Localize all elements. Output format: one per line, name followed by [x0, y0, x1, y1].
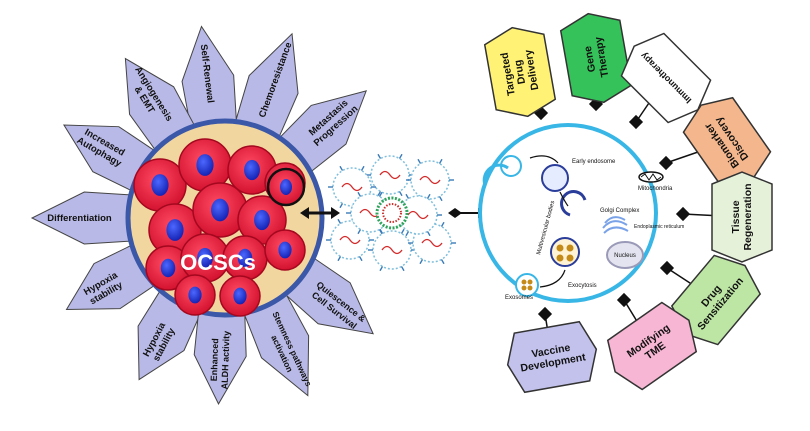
- highlighted-stem-cell: [266, 167, 306, 207]
- petal-6: Differentiation: [30, 191, 133, 245]
- application-card-2: GeneTherapy: [559, 12, 633, 112]
- ocscs-label: OCSCs: [180, 250, 256, 275]
- application-card-8: VaccineDevelopment: [506, 306, 598, 394]
- nucleus-label: Nucleus: [614, 253, 636, 259]
- exosome-vesicle: [394, 193, 442, 237]
- application-hexagon: [606, 301, 698, 391]
- nucleus: [188, 286, 202, 304]
- late-endosome: [560, 190, 587, 217]
- nucleus: [278, 241, 292, 259]
- application-label: TissueRegeneration: [730, 183, 754, 250]
- nucleus: [197, 247, 213, 269]
- golgi-label: Golgi Complex: [600, 208, 639, 214]
- exosome-vesicle: [366, 153, 414, 197]
- petal-label: EnhancedALDH activity: [209, 330, 232, 389]
- mitochondria-label: Mitochondria: [638, 186, 673, 192]
- golgi-icon: [602, 216, 629, 234]
- petal-1: Self-Renewal: [181, 25, 238, 130]
- application-hexagon: [620, 32, 712, 124]
- exosome-vesicle: [368, 228, 416, 272]
- exosomes-label: Exosomes: [505, 295, 533, 301]
- cancer-cell: [145, 245, 191, 291]
- petal-7: Hypoxiastability: [65, 243, 157, 311]
- cancer-cell: [222, 235, 268, 281]
- nucleus: [151, 174, 169, 196]
- arrow-cluster-to-exosomes: [300, 207, 340, 219]
- application-card-1: TargetedDrugDelivery: [483, 26, 557, 121]
- released-exosome: [515, 273, 539, 297]
- application-card-3: Immunotherapy: [620, 32, 712, 130]
- early-endosome: [541, 164, 569, 192]
- exosome-pool: [326, 153, 456, 272]
- cancer-cell: [174, 274, 216, 316]
- cancer-cell: [264, 229, 306, 271]
- uptake-vesicle: [500, 155, 522, 177]
- cancer-cell: [192, 182, 248, 238]
- exosome-vesicle: [406, 158, 454, 202]
- exocytosis-label: Exocytosis: [568, 283, 597, 289]
- application-hexagon: [506, 320, 598, 394]
- application-card-4: BiomarkerDiscovery: [658, 96, 772, 188]
- petal-5: IncreasedAutophagy: [63, 124, 157, 193]
- application-hexagon: [670, 254, 762, 346]
- cancer-cell: [219, 275, 261, 317]
- application-card-5: TissueRegeneration: [675, 171, 773, 263]
- petal-label: Differentiation: [47, 213, 112, 224]
- application-hexagon: [483, 26, 557, 118]
- cancer-stem-cells: [133, 138, 306, 317]
- nucleus: [237, 248, 253, 268]
- nucleus-icon: [606, 241, 644, 269]
- petal-9: EnhancedALDH activity: [193, 309, 247, 405]
- early-endosome-label: Early endosome: [572, 159, 616, 165]
- er-label: Endoplasmic reticulum: [634, 224, 684, 230]
- nucleus: [166, 219, 184, 241]
- ocsc-cluster: OCSCs: [125, 118, 325, 318]
- multivesicular-body: [550, 237, 580, 267]
- application-card-7: ModifyingTME: [606, 292, 698, 391]
- nucleus: [244, 159, 260, 181]
- nucleus: [211, 198, 229, 222]
- cancer-cell: [133, 158, 187, 212]
- nucleus: [254, 209, 270, 231]
- central-exosome: [375, 196, 409, 230]
- nucleus: [160, 258, 176, 278]
- nucleus: [233, 287, 247, 305]
- exosome-biogenesis-cell: Early endosome Multivesicular bodies Mit…: [478, 123, 684, 303]
- nucleus: [196, 154, 214, 176]
- petal-11: Quiescence &Cell Survival: [283, 256, 374, 335]
- application-hexagon: [711, 171, 773, 263]
